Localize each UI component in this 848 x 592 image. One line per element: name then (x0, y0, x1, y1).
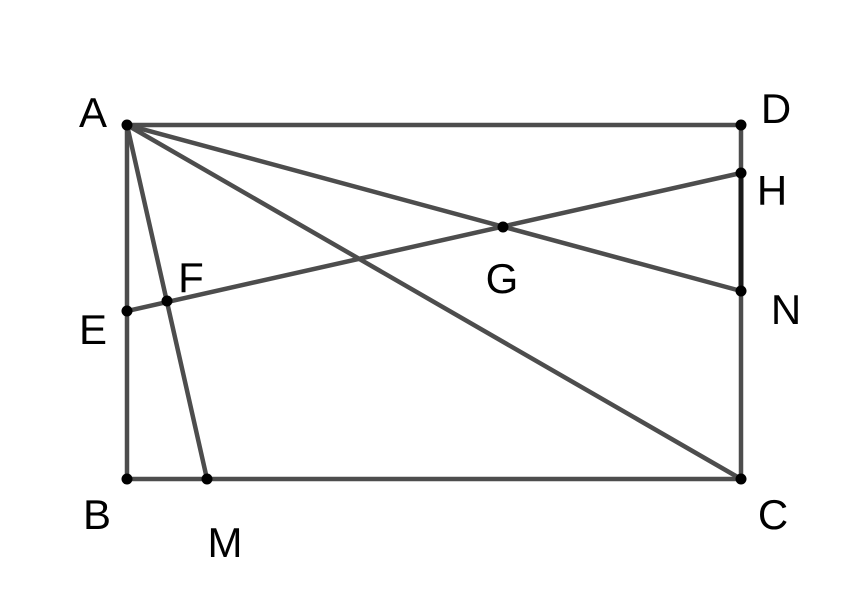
point-a (121, 119, 133, 131)
point-d (735, 119, 747, 131)
point-e (121, 305, 133, 317)
label-a: A (79, 89, 107, 136)
segment-ac (124, 122, 744, 482)
label-m: M (208, 519, 243, 566)
segment-eh (124, 170, 744, 314)
segments-layer (124, 122, 744, 482)
point-h (735, 167, 747, 179)
label-d: D (761, 85, 791, 132)
label-f: F (178, 254, 204, 301)
label-n: N (771, 286, 801, 333)
label-b: B (83, 491, 111, 538)
segment-an (124, 122, 744, 294)
point-c (735, 473, 747, 485)
point-b (121, 473, 133, 485)
point-m (201, 473, 213, 485)
label-g: G (486, 255, 519, 302)
points-layer (121, 119, 747, 485)
point-n (735, 285, 747, 297)
label-e: E (79, 306, 107, 353)
labels-layer: A B C D E F G H M N (79, 85, 801, 566)
label-h: H (757, 167, 787, 214)
label-c: C (758, 491, 788, 538)
point-f (161, 295, 173, 307)
point-g (497, 221, 509, 233)
